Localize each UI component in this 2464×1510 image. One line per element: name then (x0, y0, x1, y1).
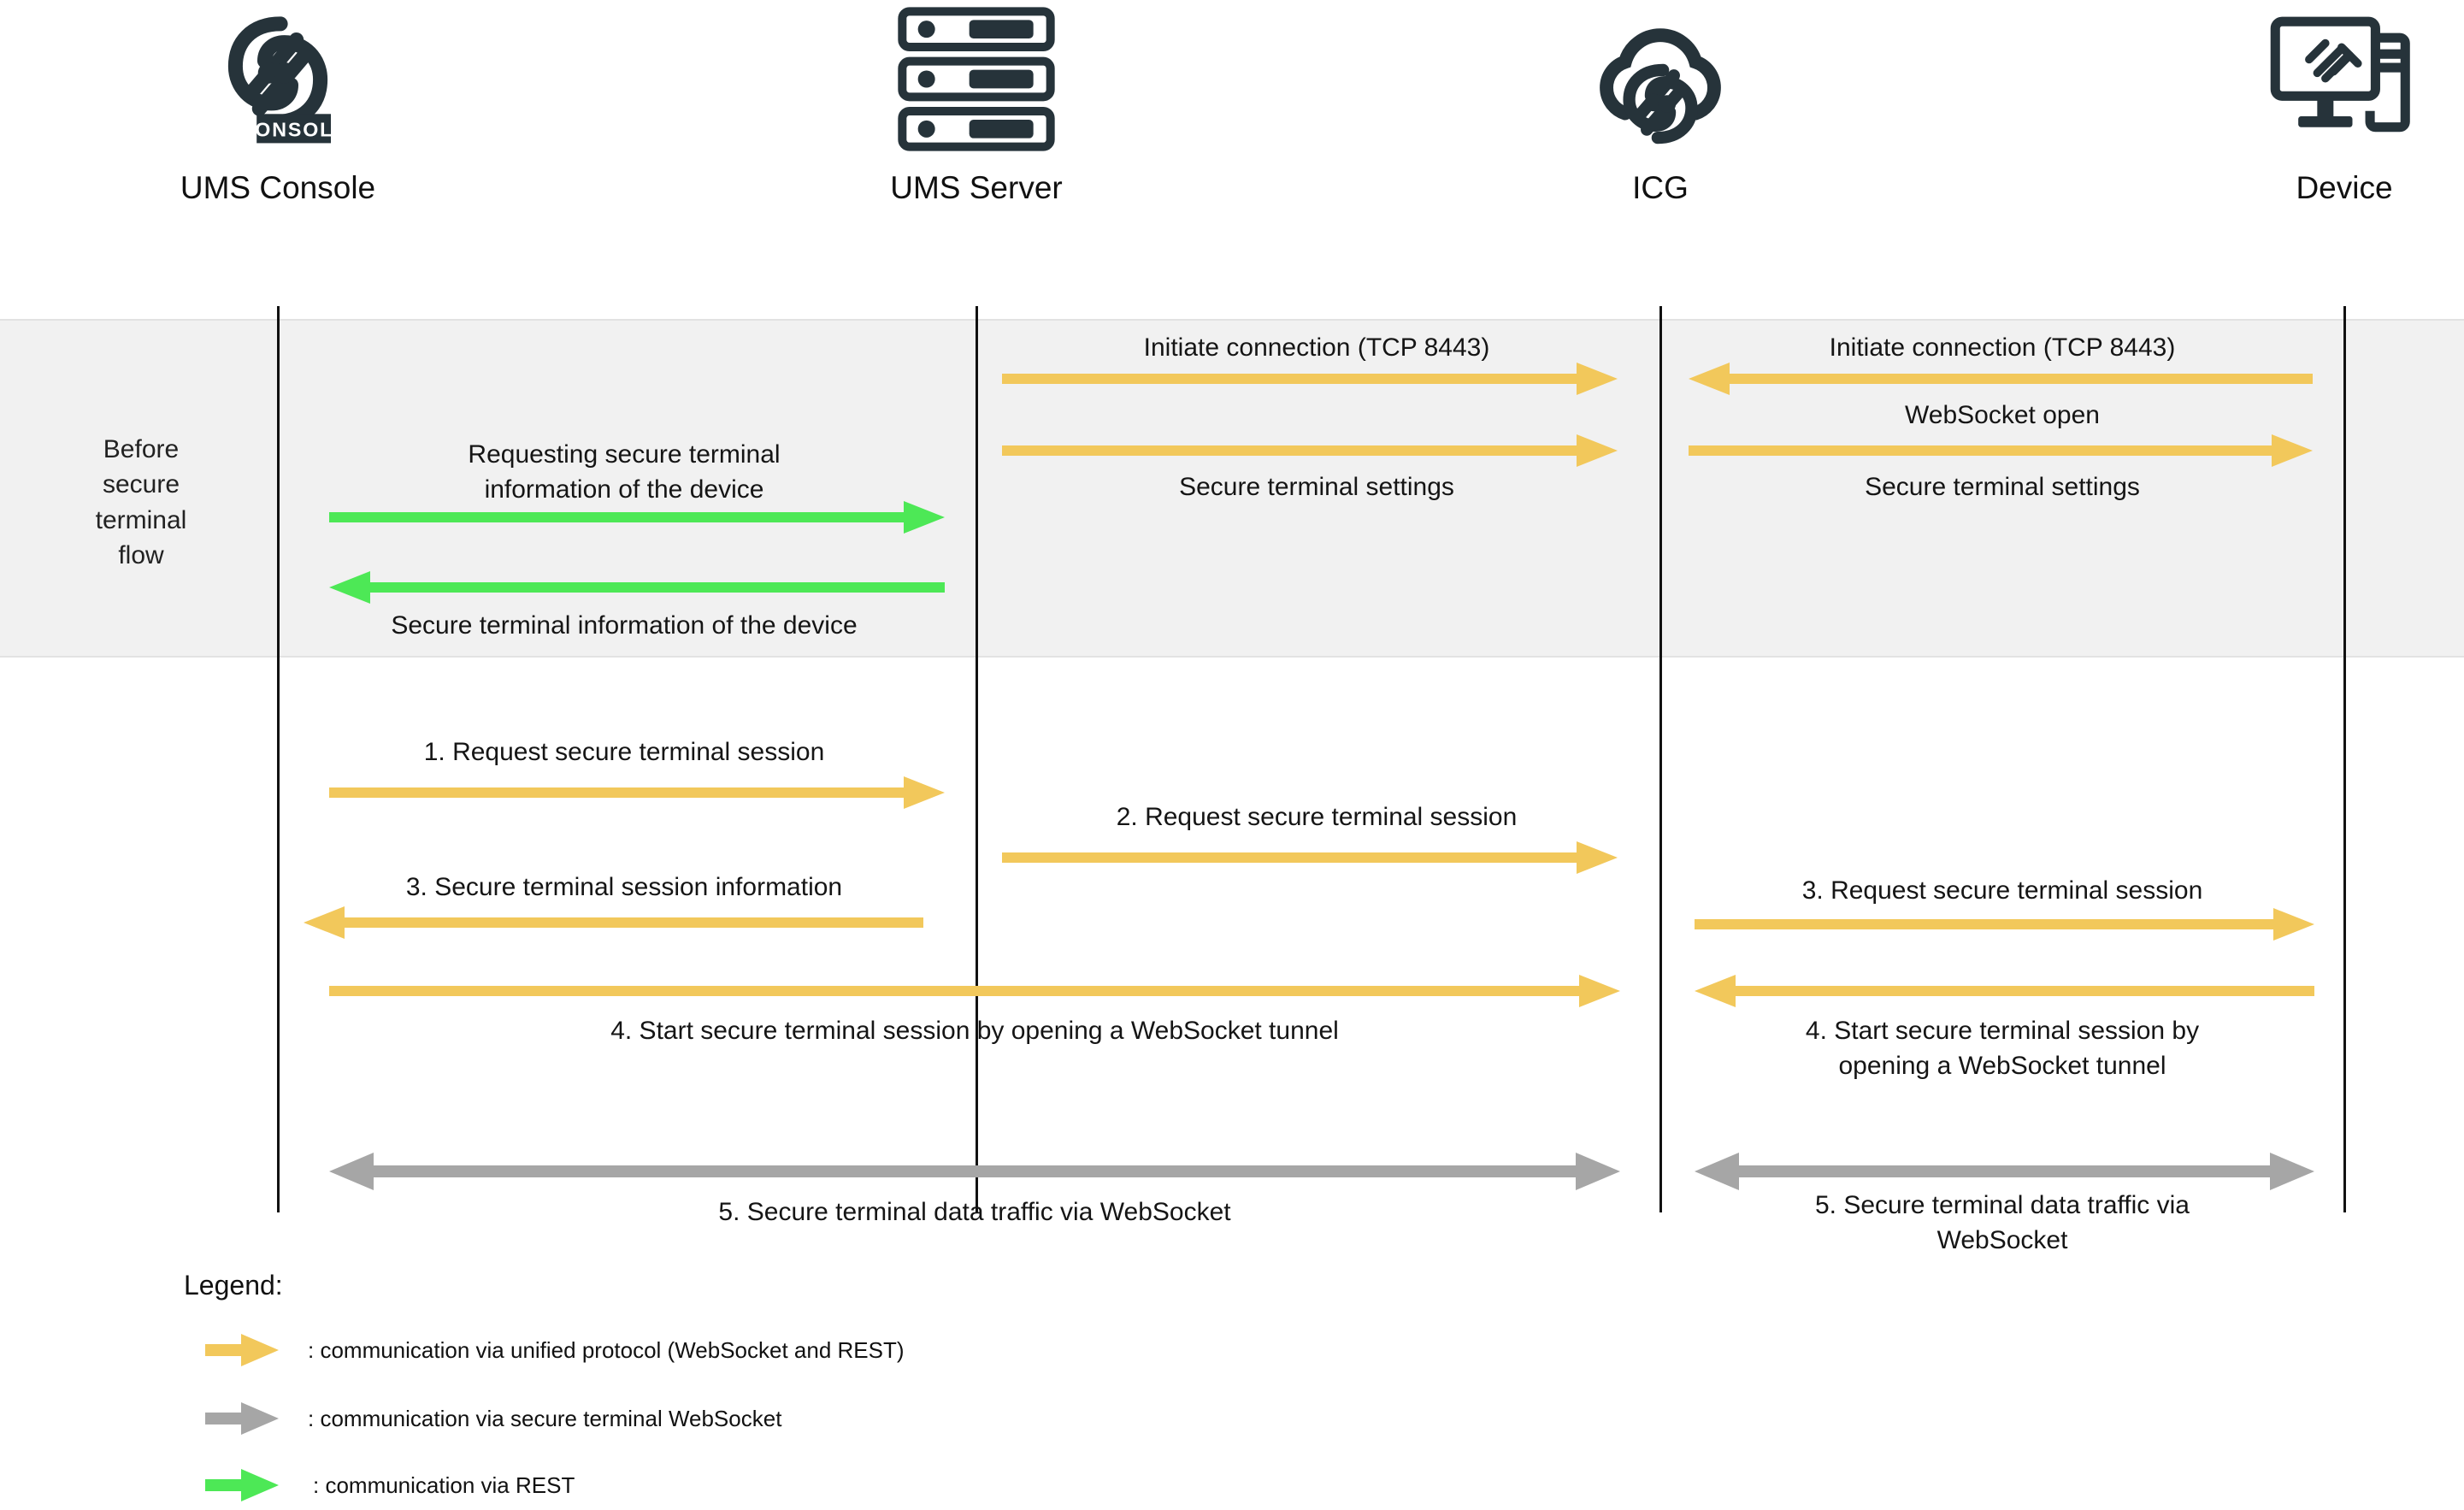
actor-label: ICG (1632, 170, 1689, 205)
legend-item-unified: : communication via unified protocol (We… (205, 1334, 905, 1366)
message-line: Secure terminal information of the devic… (391, 611, 858, 640)
legend-item-rest: : communication via REST (205, 1469, 575, 1501)
legend-item-secure-ws: : communication via secure terminal WebS… (205, 1402, 781, 1435)
arrow-m5-unified-left (1689, 363, 2313, 395)
message-line: opening a WebSocket tunnel (1838, 1051, 2166, 1080)
gray-arrow-icon (205, 1402, 279, 1435)
actor-label: UMS Console (180, 170, 376, 205)
message-line: information of the device (484, 475, 764, 504)
message-line: WebSocket (1936, 1225, 2068, 1254)
band-label-line: secure (102, 470, 180, 499)
message-line: Initiate connection (TCP 8443) (1829, 333, 2176, 362)
server-rack-icon (805, 0, 1147, 158)
band-label: Before secure terminal flow (17, 432, 265, 574)
message-label-m1: Requesting secure terminal information o… (282, 438, 966, 507)
message-label-step3b: 3. Request secure terminal session (1677, 874, 2327, 909)
svg-text:CONSOLE: CONSOLE (239, 118, 349, 140)
desktop-computer-icon (2173, 0, 2464, 158)
yellow-arrow-icon (205, 1334, 279, 1366)
lifeline-ums-console (277, 306, 280, 1212)
message-line: Secure terminal settings (1865, 473, 2140, 501)
actor-icg[interactable]: ICG (1489, 0, 1831, 206)
message-label-m5: Initiate connection (TCP 8443) (1677, 331, 2327, 366)
lifeline-icg (1659, 306, 1662, 1212)
arrow-step4a-unified-right (329, 975, 1620, 1007)
message-label-m3: Initiate connection (TCP 8443) (992, 331, 1642, 366)
actor-device[interactable]: Device (2173, 0, 2464, 206)
lifeline-device (2343, 306, 2346, 1212)
legend-label: : communication via secure terminal WebS… (308, 1405, 782, 1431)
message-line: 4. Start secure terminal session by (1805, 1017, 2200, 1045)
arrow-step5b-secure-ws-both (1695, 1153, 2314, 1190)
arrow-step3b-unified-right (1695, 908, 2314, 941)
band-label-line: flow (118, 541, 164, 570)
message-line: Requesting secure terminal (468, 440, 781, 469)
green-arrow-icon (205, 1469, 279, 1501)
cloud-gateway-icon (1489, 0, 1831, 158)
message-line: 5. Secure terminal data traffic via WebS… (718, 1198, 1231, 1226)
arrow-m4-unified-right (1002, 434, 1618, 467)
message-line: 4. Start secure terminal session by open… (610, 1017, 1339, 1045)
arrow-m2-rest-left (329, 571, 945, 604)
message-label-m7: Secure terminal settings (1677, 470, 2327, 505)
message-line: 3. Secure terminal session information (405, 873, 843, 901)
message-label-step5b: 5. Secure terminal data traffic via WebS… (1677, 1189, 2327, 1258)
actor-ums-server[interactable]: UMS Server (805, 0, 1147, 206)
legend-label: : communication via REST (313, 1472, 575, 1498)
message-line: 3. Request secure terminal session (1801, 876, 2203, 905)
actor-label: Device (2296, 170, 2393, 205)
arrow-step1-unified-right (329, 776, 945, 809)
actor-ums-console[interactable]: CONSOLE UMS Console (107, 0, 449, 206)
band-label-line: Before (103, 435, 180, 463)
band-label-line: terminal (95, 505, 187, 534)
arrow-step5a-secure-ws-both (329, 1153, 1620, 1190)
message-line: WebSocket open (1905, 401, 2100, 429)
message-label-m2: Secure terminal information of the devic… (282, 609, 966, 644)
message-label-m6: WebSocket open (1677, 398, 2327, 434)
arrow-m6-unified-right (1689, 434, 2313, 467)
legend-label: : communication via unified protocol (We… (308, 1336, 905, 1363)
arrow-m1-rest-right (329, 501, 945, 534)
message-label-step2: 2. Request secure terminal session (992, 800, 1642, 835)
message-line: 2. Request secure terminal session (1116, 803, 1518, 831)
arrow-step2-unified-right (1002, 841, 1618, 874)
message-label-step1: 1. Request secure terminal session (282, 735, 966, 770)
message-line: 1. Request secure terminal session (423, 738, 825, 766)
message-label-step5a: 5. Secure terminal data traffic via WebS… (282, 1195, 1667, 1230)
message-line: Secure terminal settings (1179, 473, 1454, 501)
lifeline-ums-server (976, 306, 978, 1212)
message-line: Initiate connection (TCP 8443) (1143, 333, 1490, 362)
message-label-step4a: 4. Start secure terminal session by open… (282, 1014, 1667, 1049)
legend: Legend: : communication via unified prot… (184, 1270, 1381, 1501)
arrow-m3-unified-right (1002, 363, 1618, 395)
actor-label: UMS Server (890, 170, 1063, 205)
message-label-m4: Secure terminal settings (992, 470, 1642, 505)
message-label-step4b: 4. Start secure terminal session by open… (1677, 1014, 2327, 1083)
message-label-step3a: 3. Secure terminal session information (282, 870, 966, 905)
ums-console-logo-icon: CONSOLE (107, 0, 449, 158)
arrow-step4b-unified-left (1695, 975, 2314, 1007)
legend-title: Legend: (184, 1270, 283, 1301)
arrow-step3a-unified-left (304, 906, 923, 939)
message-line: 5. Secure terminal data traffic via (1815, 1191, 2190, 1219)
